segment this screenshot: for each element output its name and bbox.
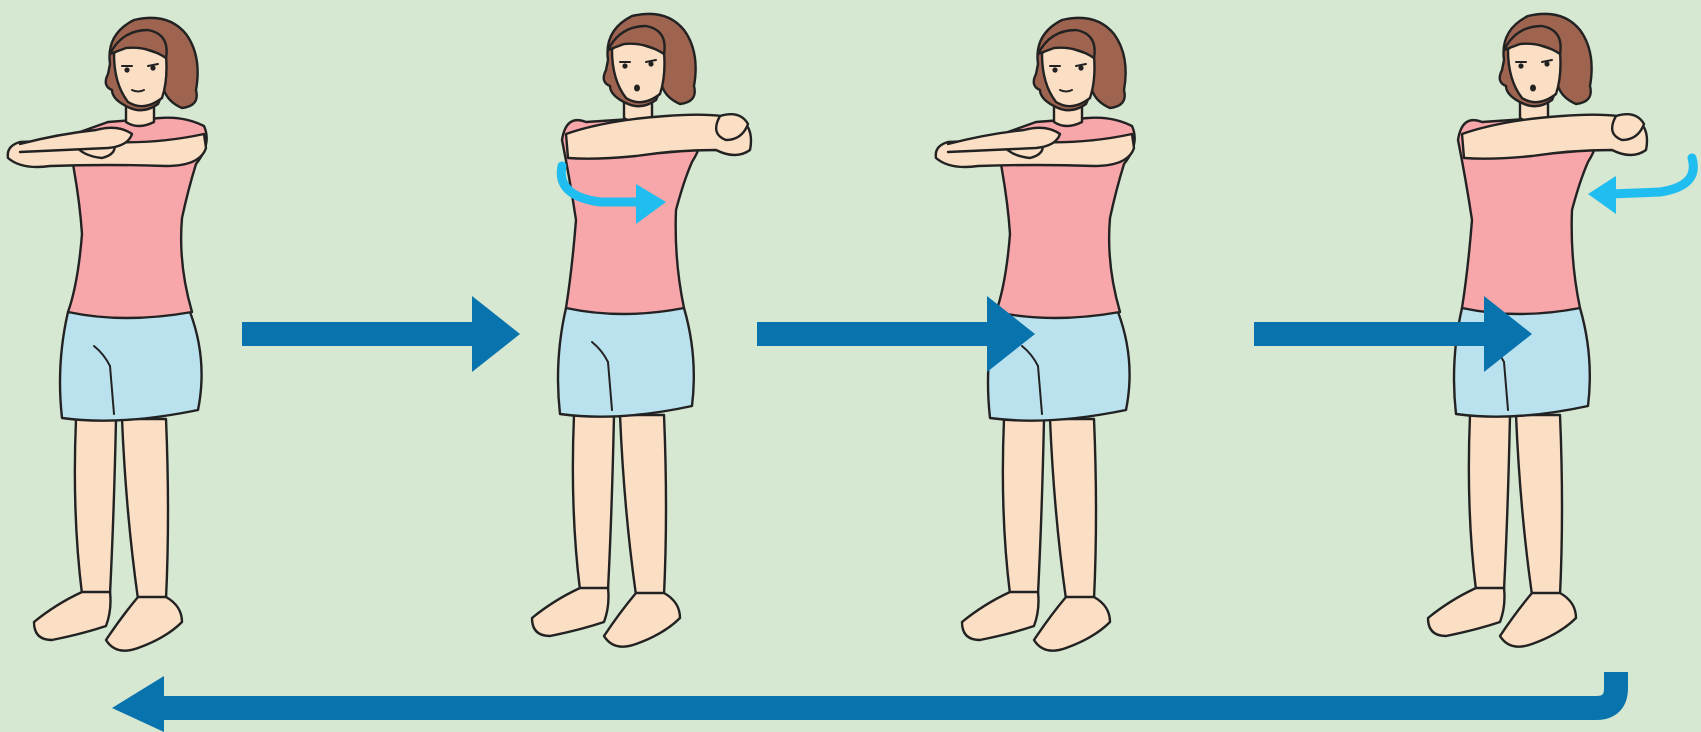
figure-step-1	[8, 18, 207, 651]
curved-arrow-left-icon	[1588, 158, 1693, 214]
arrow-right-icon	[1254, 296, 1532, 372]
figure-step-2	[532, 14, 751, 647]
arrow-right-icon	[757, 296, 1035, 372]
arrow-right-icon	[242, 296, 520, 372]
return-arrow-icon	[112, 672, 1616, 732]
